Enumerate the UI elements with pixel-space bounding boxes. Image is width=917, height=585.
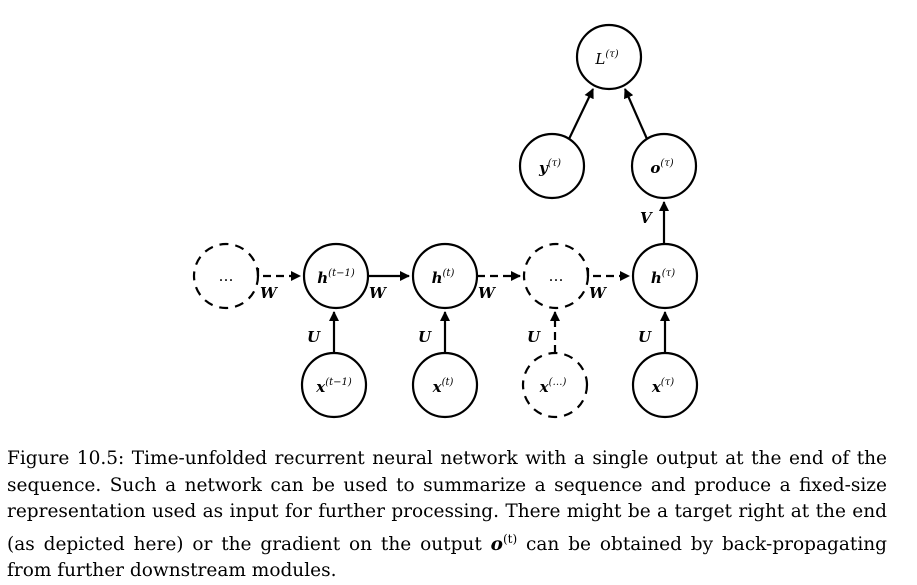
svg-text:U: U [638,328,652,346]
svg-text:x(…): x(…) [539,377,567,396]
edge-u-2: U [418,311,450,353]
node-y-tau: y(τ) [518,132,586,200]
svg-text:L(τ): L(τ) [594,49,618,68]
node-x-tau: x(τ) [631,351,699,419]
svg-text:x(t): x(t) [432,377,454,396]
node-h-dots: … [522,242,590,310]
svg-text:W: W [260,284,279,302]
edge-w-2: W [368,271,410,302]
caption-symbol-sup: (t) [502,531,518,546]
node-h-t: h(t) [411,242,479,310]
svg-text:V: V [640,209,653,227]
svg-text:…: … [219,267,234,285]
node-L-tau: L(τ) [575,23,643,91]
svg-text:U: U [527,328,541,346]
figure-caption: Figure 10.5: Time-unfolded recurrent neu… [7,446,887,585]
edge-v: V [640,201,669,244]
svg-text:h(t): h(t) [432,268,455,287]
node-h-tau: h(τ) [631,242,699,310]
node-x-dots: x(…) [521,351,589,419]
svg-text:x(t−1): x(t−1) [315,377,352,396]
node-o-tau: o(τ) [630,132,698,200]
edge-w-4: W [586,268,630,302]
edge-y-to-L [568,88,594,140]
edge-w-1: W [256,268,301,302]
svg-text:U: U [418,328,432,346]
svg-text:U: U [307,328,321,346]
node-h-prev-dots: … [192,242,260,310]
edge-w-3: W [477,271,521,302]
svg-text:o(τ): o(τ) [650,158,673,177]
svg-text:h(t−1): h(t−1) [317,268,355,287]
svg-text:y(τ): y(τ) [538,158,561,177]
node-h-t-minus-1: h(t−1) [302,242,370,310]
caption-tail: can be obtained by back-propagating from… [7,533,887,582]
edge-u-4: U [638,311,670,353]
edge-u-3: U [527,311,560,353]
svg-text:x(τ): x(τ) [651,377,674,396]
svg-text:h(τ): h(τ) [651,268,675,287]
edge-u-1: U [307,311,339,353]
svg-text:W: W [589,284,608,302]
node-x-t-minus-1: x(t−1) [300,351,368,419]
rnn-diagram: … h(t−1) h(t) … h(τ) x(t−1) x(t) x(…) x(… [192,23,699,419]
caption-symbol: o [490,533,503,555]
svg-text:W: W [369,284,388,302]
node-x-t: x(t) [411,351,479,419]
svg-text:W: W [478,284,497,302]
svg-text:…: … [549,267,564,285]
caption-lead: Figure 10.5: Time-unfolded recurrent neu… [7,448,887,555]
edge-o-to-L [623,88,649,140]
